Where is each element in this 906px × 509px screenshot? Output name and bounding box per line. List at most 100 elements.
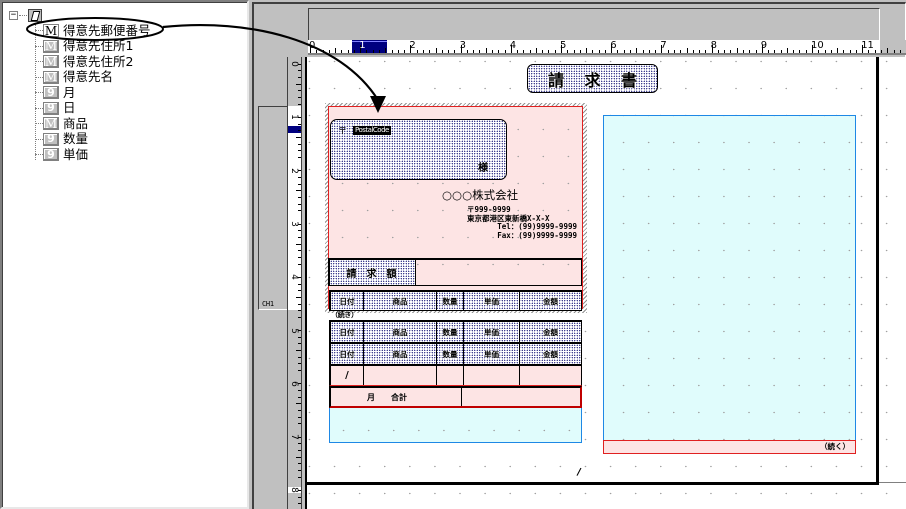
ruler-tick — [611, 45, 613, 53]
detail-cell-price[interactable] — [464, 366, 520, 385]
header-cell-qty[interactable]: 数量 — [437, 292, 464, 310]
ruler-tick — [855, 50, 857, 53]
continued-footer-right[interactable]: （続く） — [603, 440, 856, 454]
ruler-tick — [298, 176, 301, 178]
header-cell-price[interactable]: 単価 — [464, 292, 520, 310]
header-cell-date[interactable]: 日付 — [331, 322, 364, 342]
ruler-tick — [830, 50, 832, 53]
table-header-row[interactable]: 日付 商品 数量 単価 金額 — [329, 342, 582, 365]
detail-cell-item[interactable] — [364, 366, 437, 385]
ruler-tick — [298, 170, 301, 172]
header-cell-price[interactable]: 単価 — [464, 322, 520, 342]
ruler-tick — [298, 223, 301, 225]
ruler-tick — [298, 496, 301, 498]
ruler-tick — [322, 50, 324, 53]
detail-section-right[interactable] — [603, 115, 856, 441]
page-right-margin-line[interactable] — [876, 57, 879, 484]
ruler-selection-marker[interactable] — [352, 40, 387, 53]
ruler-tick — [724, 50, 726, 53]
ruler-overflow — [880, 40, 906, 53]
table-header-row[interactable]: 日付 商品 数量 単価 金額 — [329, 290, 582, 311]
ruler-tick — [298, 336, 301, 338]
header-cell-date[interactable]: 日付 — [331, 344, 364, 364]
ruler-tick — [298, 196, 301, 198]
header-cell-item[interactable]: 商品 — [364, 322, 437, 342]
postal-code-field[interactable]: PostalCode — [353, 126, 391, 135]
ruler-tick — [298, 150, 301, 152]
ruler-tick — [881, 50, 883, 53]
memo-field-icon: M — [43, 39, 59, 54]
invoice-title-label[interactable]: 請 求 書 — [527, 64, 658, 93]
ruler-tick — [485, 48, 487, 53]
company-name[interactable]: ○○○株式会社 — [442, 188, 519, 202]
header-cell-label: 数量 — [442, 327, 458, 337]
ruler-label: 1 — [289, 114, 299, 121]
table-header-row[interactable]: 日付 商品 数量 単価 金額 — [329, 320, 582, 343]
footer-section-left[interactable] — [329, 408, 582, 443]
customer-address-box[interactable]: 〒 PostalCode 様 — [330, 119, 507, 180]
detail-cell-amount[interactable] — [520, 366, 581, 385]
billing-amount-value[interactable] — [416, 260, 581, 285]
header-cell-item[interactable]: 商品 — [364, 344, 437, 364]
monthly-total-value[interactable] — [462, 388, 580, 406]
billing-amount-row[interactable]: 請 求 額 — [328, 258, 582, 286]
page-bottom-margin-line[interactable] — [305, 482, 879, 485]
ruler-selection-marker[interactable] — [288, 126, 301, 133]
continued-from-label[interactable]: （続き） — [331, 311, 358, 319]
ruler-tick — [422, 50, 424, 53]
header-cell-item[interactable]: 商品 — [364, 292, 437, 310]
numeric-field-icon: 9 — [43, 132, 59, 146]
tree-connector — [35, 30, 43, 32]
numeric-field-icon: 9 — [43, 101, 59, 115]
header-cell-label: 単価 — [484, 349, 499, 359]
table-icon[interactable] — [28, 8, 42, 22]
company-info[interactable]: 〒999-9999 東京都港区東新橋X-X-X Tel：(99)9999-999… — [467, 205, 577, 240]
ruler-label: 2 — [289, 167, 299, 174]
detail-cell-qty[interactable] — [437, 366, 464, 385]
ruler-tick — [353, 50, 355, 53]
tree-connector — [35, 123, 43, 125]
monthly-total-row[interactable]: 月 合計 — [329, 386, 582, 408]
ruler-tick — [298, 256, 301, 258]
ruler-tick — [298, 443, 301, 445]
ruler-tick — [298, 390, 301, 392]
ruler-tick — [711, 45, 713, 53]
ruler-tick — [379, 50, 381, 53]
tree-item-label: 得意先名 — [63, 69, 114, 85]
ruler-tick — [298, 423, 301, 425]
ruler-tick — [298, 370, 301, 372]
ruler-tick — [328, 50, 330, 53]
ruler-tick — [623, 50, 625, 53]
tree-connector — [35, 92, 43, 94]
detail-row[interactable]: / — [329, 364, 582, 386]
ruler-tick — [604, 50, 606, 53]
ruler-tick — [298, 103, 301, 105]
ruler-tick — [298, 276, 301, 278]
header-cell-amount[interactable]: 金額 — [520, 322, 581, 342]
tree-item-label: 得意先住所2 — [63, 53, 134, 69]
header-cell-price[interactable]: 単価 — [464, 344, 520, 364]
collapse-toggle[interactable]: − — [9, 9, 18, 20]
header-cell-date[interactable]: 日付 — [331, 292, 364, 310]
header-cell-label: 金額 — [543, 349, 558, 359]
memo-field-icon: M — [43, 23, 59, 38]
header-cell-label: 商品 — [392, 327, 408, 337]
channel-band[interactable]: CH1 — [258, 106, 289, 310]
header-cell-amount[interactable]: 金額 — [520, 344, 581, 364]
detail-cell-date[interactable]: / — [331, 366, 364, 385]
header-cell-amount[interactable]: 金額 — [520, 292, 581, 310]
header-cell-qty[interactable]: 数量 — [437, 322, 464, 342]
header-cell-qty[interactable]: 数量 — [437, 344, 464, 364]
tree-item-label: 月 — [63, 84, 76, 100]
